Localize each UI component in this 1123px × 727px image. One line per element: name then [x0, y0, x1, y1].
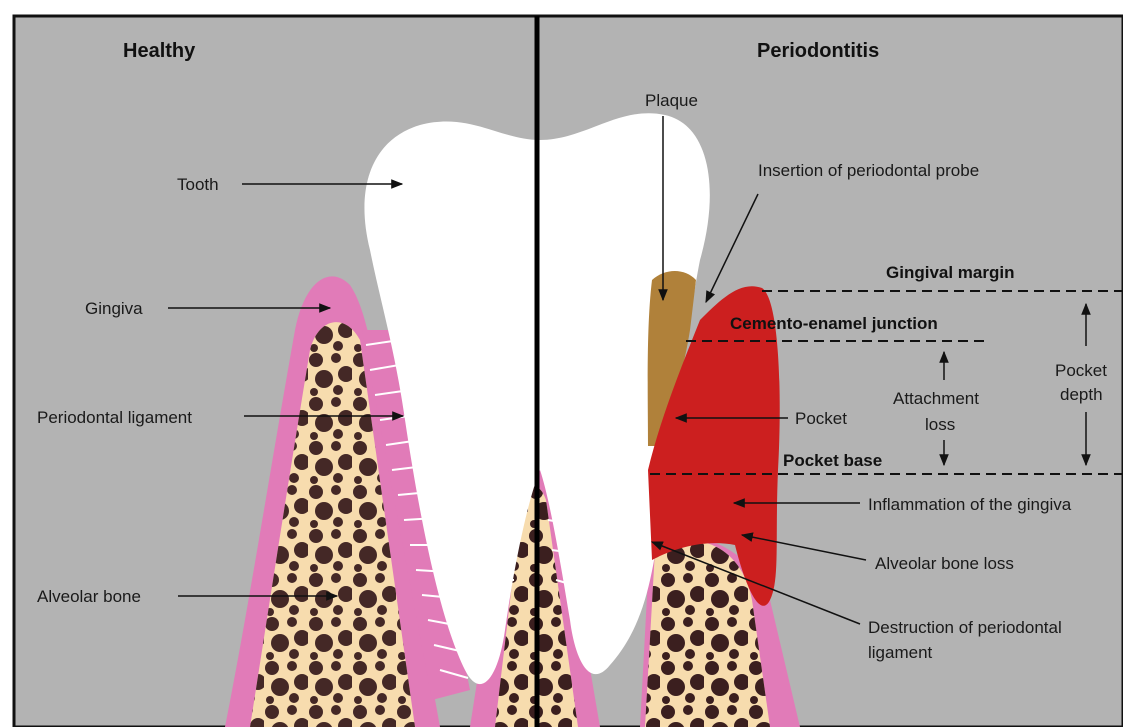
label-inflammation: Inflammation of the gingiva — [868, 495, 1072, 514]
label-cemento-enamel-junction: Cemento-enamel junction — [730, 314, 938, 333]
label-tooth: Tooth — [177, 175, 219, 194]
label-pocket: Pocket — [795, 409, 847, 428]
label-pocket-depth-2: depth — [1060, 385, 1103, 404]
label-alveolar-bone-loss: Alveolar bone loss — [875, 554, 1014, 573]
label-plaque: Plaque — [645, 91, 698, 110]
label-attachment-loss-1: Attachment — [893, 389, 979, 408]
label-destruction-1: Destruction of periodontal — [868, 618, 1062, 637]
label-gingiva: Gingiva — [85, 299, 143, 318]
label-pocket-base: Pocket base — [783, 451, 882, 470]
periodontitis-title: Periodontitis — [757, 40, 879, 62]
label-alveolar-bone: Alveolar bone — [37, 587, 141, 606]
label-destruction-2: ligament — [868, 643, 933, 662]
healthy-title: Healthy — [123, 40, 196, 62]
label-pocket-depth-1: Pocket — [1055, 361, 1107, 380]
label-attachment-loss-2: loss — [925, 415, 955, 434]
label-gingival-margin: Gingival margin — [886, 263, 1014, 282]
label-insertion-probe: Insertion of periodontal probe — [758, 161, 979, 180]
label-periodontal-ligament: Periodontal ligament — [37, 408, 192, 427]
